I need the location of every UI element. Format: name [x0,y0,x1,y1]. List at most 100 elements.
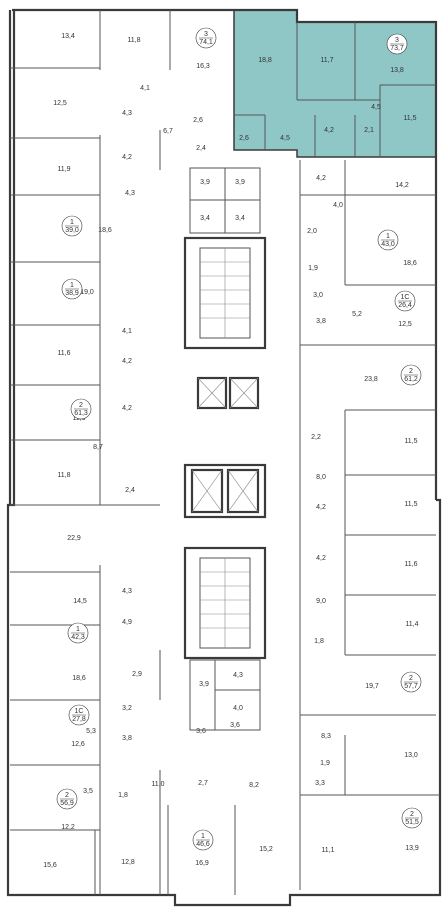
unit-room-count: 2 [409,675,413,682]
room-area-label: 3,0 [313,292,323,299]
room-area-label: 11,5 [404,501,417,508]
unit-marker[interactable]: 257,7 [400,671,422,693]
room-area-label: 3,4 [235,215,245,222]
room-area-label: 11,0 [151,781,164,788]
room-area-label: 8,7 [93,444,103,451]
unit-marker[interactable]: 373,7 [386,33,408,55]
unit-room-count: 3 [204,31,208,38]
room-area-label: 3,3 [315,780,325,787]
elevator-1 [196,376,228,410]
unit-marker[interactable]: 142,3 [67,622,89,644]
unit-marker[interactable]: 261,2 [400,364,422,386]
unit-marker[interactable]: 374,1 [195,27,217,49]
stairwell-lower [183,546,267,660]
room-area-label: 4,1 [140,85,150,92]
room-area-label: 2,4 [125,487,135,494]
room-area-label: 8,0 [316,474,326,481]
unit-total-area: 56,9 [60,800,74,807]
room-area-label: 12,2 [61,824,75,831]
room-area-label: 2,1 [364,127,374,134]
room-area-label: 4,5 [280,135,290,142]
room-area-label: 4,3 [125,190,135,197]
room-area-label: 11,5 [404,438,417,445]
unit-marker[interactable]: 256,9 [56,788,78,810]
unit-marker[interactable]: 138,9 [61,278,83,300]
room-area-label: 3,5 [83,788,93,795]
room-area-label: 11,9 [57,166,70,173]
room-area-label: 11,4 [405,621,418,628]
elevator-4 [226,468,260,514]
room-area-label: 4,2 [316,175,326,182]
unit-room-count: 2 [410,811,414,818]
unit-room-count: 1 [70,282,74,289]
unit-total-area: 74,1 [199,39,213,46]
room-area-label: 12,8 [121,859,135,866]
highlighted-apartment[interactable] [233,9,437,158]
room-area-label: 4,0 [333,202,343,209]
room-area-label: 2,2 [311,434,321,441]
unit-room-count: 2 [79,402,83,409]
room-area-label: 2,6 [239,135,249,142]
unit-total-area: 42,3 [71,634,85,641]
unit-room-count: 1 [201,833,205,840]
unit-room-count: 3 [395,37,399,44]
unit-total-area: 39,0 [65,227,79,234]
room-area-label: 19,0 [80,289,94,296]
room-area-label: 15,2 [259,846,273,853]
room-area-label: 1,9 [320,760,330,767]
room-area-label: 19,7 [365,683,379,690]
room-area-label: 3,6 [196,728,206,735]
room-area-label: 9,0 [316,598,326,605]
unit-room-count: 1С [401,294,410,301]
room-area-label: 4,3 [233,672,243,679]
room-area-label: 16,3 [196,63,210,70]
room-area-label: 12,5 [53,100,67,107]
room-area-label: 4,3 [122,588,132,595]
room-area-label: 2,9 [132,671,142,678]
room-area-label: 4,3 [122,110,132,117]
room-area-label: 4,2 [316,555,326,562]
unit-total-area: 43,0 [381,241,395,248]
unit-room-count: 2 [409,368,413,375]
room-area-label: 18,6 [98,227,112,234]
room-area-label: 1,9 [308,265,318,272]
room-area-label: 15,6 [43,862,57,869]
room-area-label: 4,5 [371,104,381,111]
room-area-label: 3,8 [122,735,132,742]
room-area-label: 4,0 [233,705,243,712]
room-area-label: 18,6 [72,675,86,682]
stairwell-upper [183,236,267,350]
unit-marker[interactable]: 261,3 [70,398,92,420]
highlight-partitions [234,22,436,157]
room-area-label: 3,2 [122,705,132,712]
unit-marker[interactable]: 143,0 [377,229,399,251]
room-area-label: 14,2 [395,182,409,189]
left-partitions [10,10,236,895]
room-area-label: 18,8 [258,57,272,64]
room-area-label: 4,2 [122,154,132,161]
unit-marker[interactable]: 146,6 [192,829,214,851]
room-area-label: 23,8 [364,376,378,383]
room-area-label: 11,1 [321,847,334,854]
room-area-label: 2,6 [193,117,203,124]
unit-total-area: 51,5 [405,819,419,826]
room-area-label: 4,2 [122,405,132,412]
unit-marker[interactable]: 251,5 [401,807,423,829]
unit-total-area: 27,8 [72,716,86,723]
unit-room-count: 2 [65,792,69,799]
room-area-label: 4,2 [122,358,132,365]
unit-total-area: 73,7 [390,45,404,52]
room-area-label: 11,6 [404,561,417,568]
unit-total-area: 46,6 [196,841,210,848]
room-area-label: 1,8 [314,638,324,645]
central-core [183,167,267,731]
unit-marker[interactable]: 139,0 [61,215,83,237]
room-area-label: 11,5 [403,115,416,122]
room-area-label: 13,0 [404,752,418,759]
room-area-label: 2,7 [198,780,208,787]
unit-total-area: 57,7 [404,683,418,690]
elevator-2 [228,376,260,410]
room-area-label: 11,8 [127,37,140,44]
